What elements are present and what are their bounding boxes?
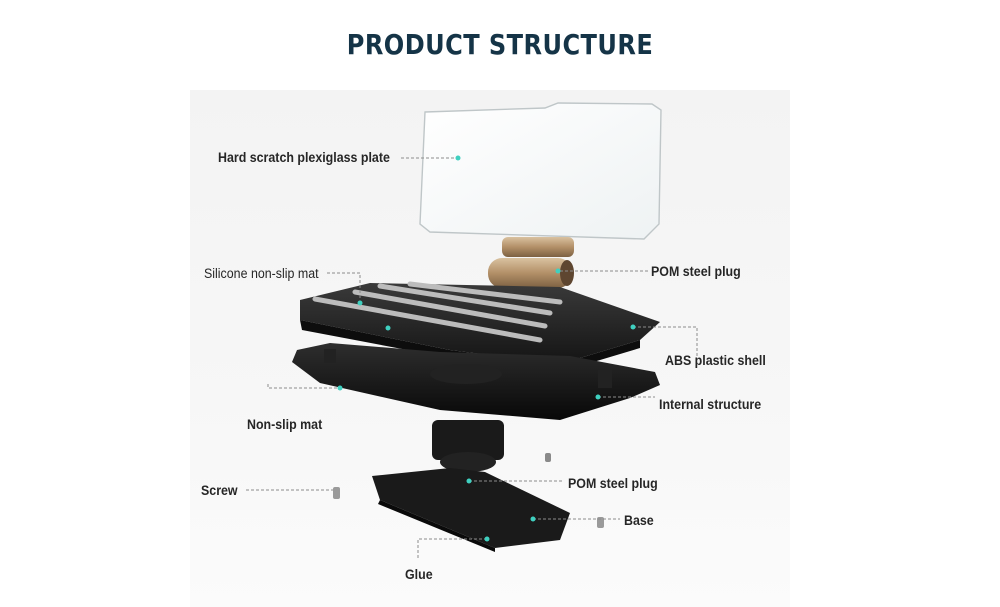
label-screw: Screw [201,483,238,498]
label-base: Base [624,513,654,528]
label-internal-structure: Internal structure [659,397,762,412]
silicone-non-slip-mat [312,281,563,343]
pom-steel-plug-top [488,237,574,288]
abs-plastic-shell [300,283,660,372]
callout-dots [337,155,636,542]
plexiglass-plate [419,102,662,240]
page-title: PRODUCT STRUCTURE [346,28,654,61]
label-non-slip-mat: Non-slip mat [247,417,323,432]
label-abs-plastic-shell: ABS plastic shell [665,353,766,368]
label-plexiglass-plate: Hard scratch plexiglass plate [218,150,390,165]
internal-structure [292,343,660,420]
label-pom-steel-plug-top: POM steel plug [651,264,741,279]
label-silicone-non-slip-mat: Silicone non-slip mat [204,266,319,281]
swivel-joint [432,420,504,472]
leader-lines [246,157,698,560]
label-glue: Glue [405,567,433,582]
screw-icon [333,453,604,528]
label-pom-steel-plug-bottom: POM steel plug [568,476,658,491]
